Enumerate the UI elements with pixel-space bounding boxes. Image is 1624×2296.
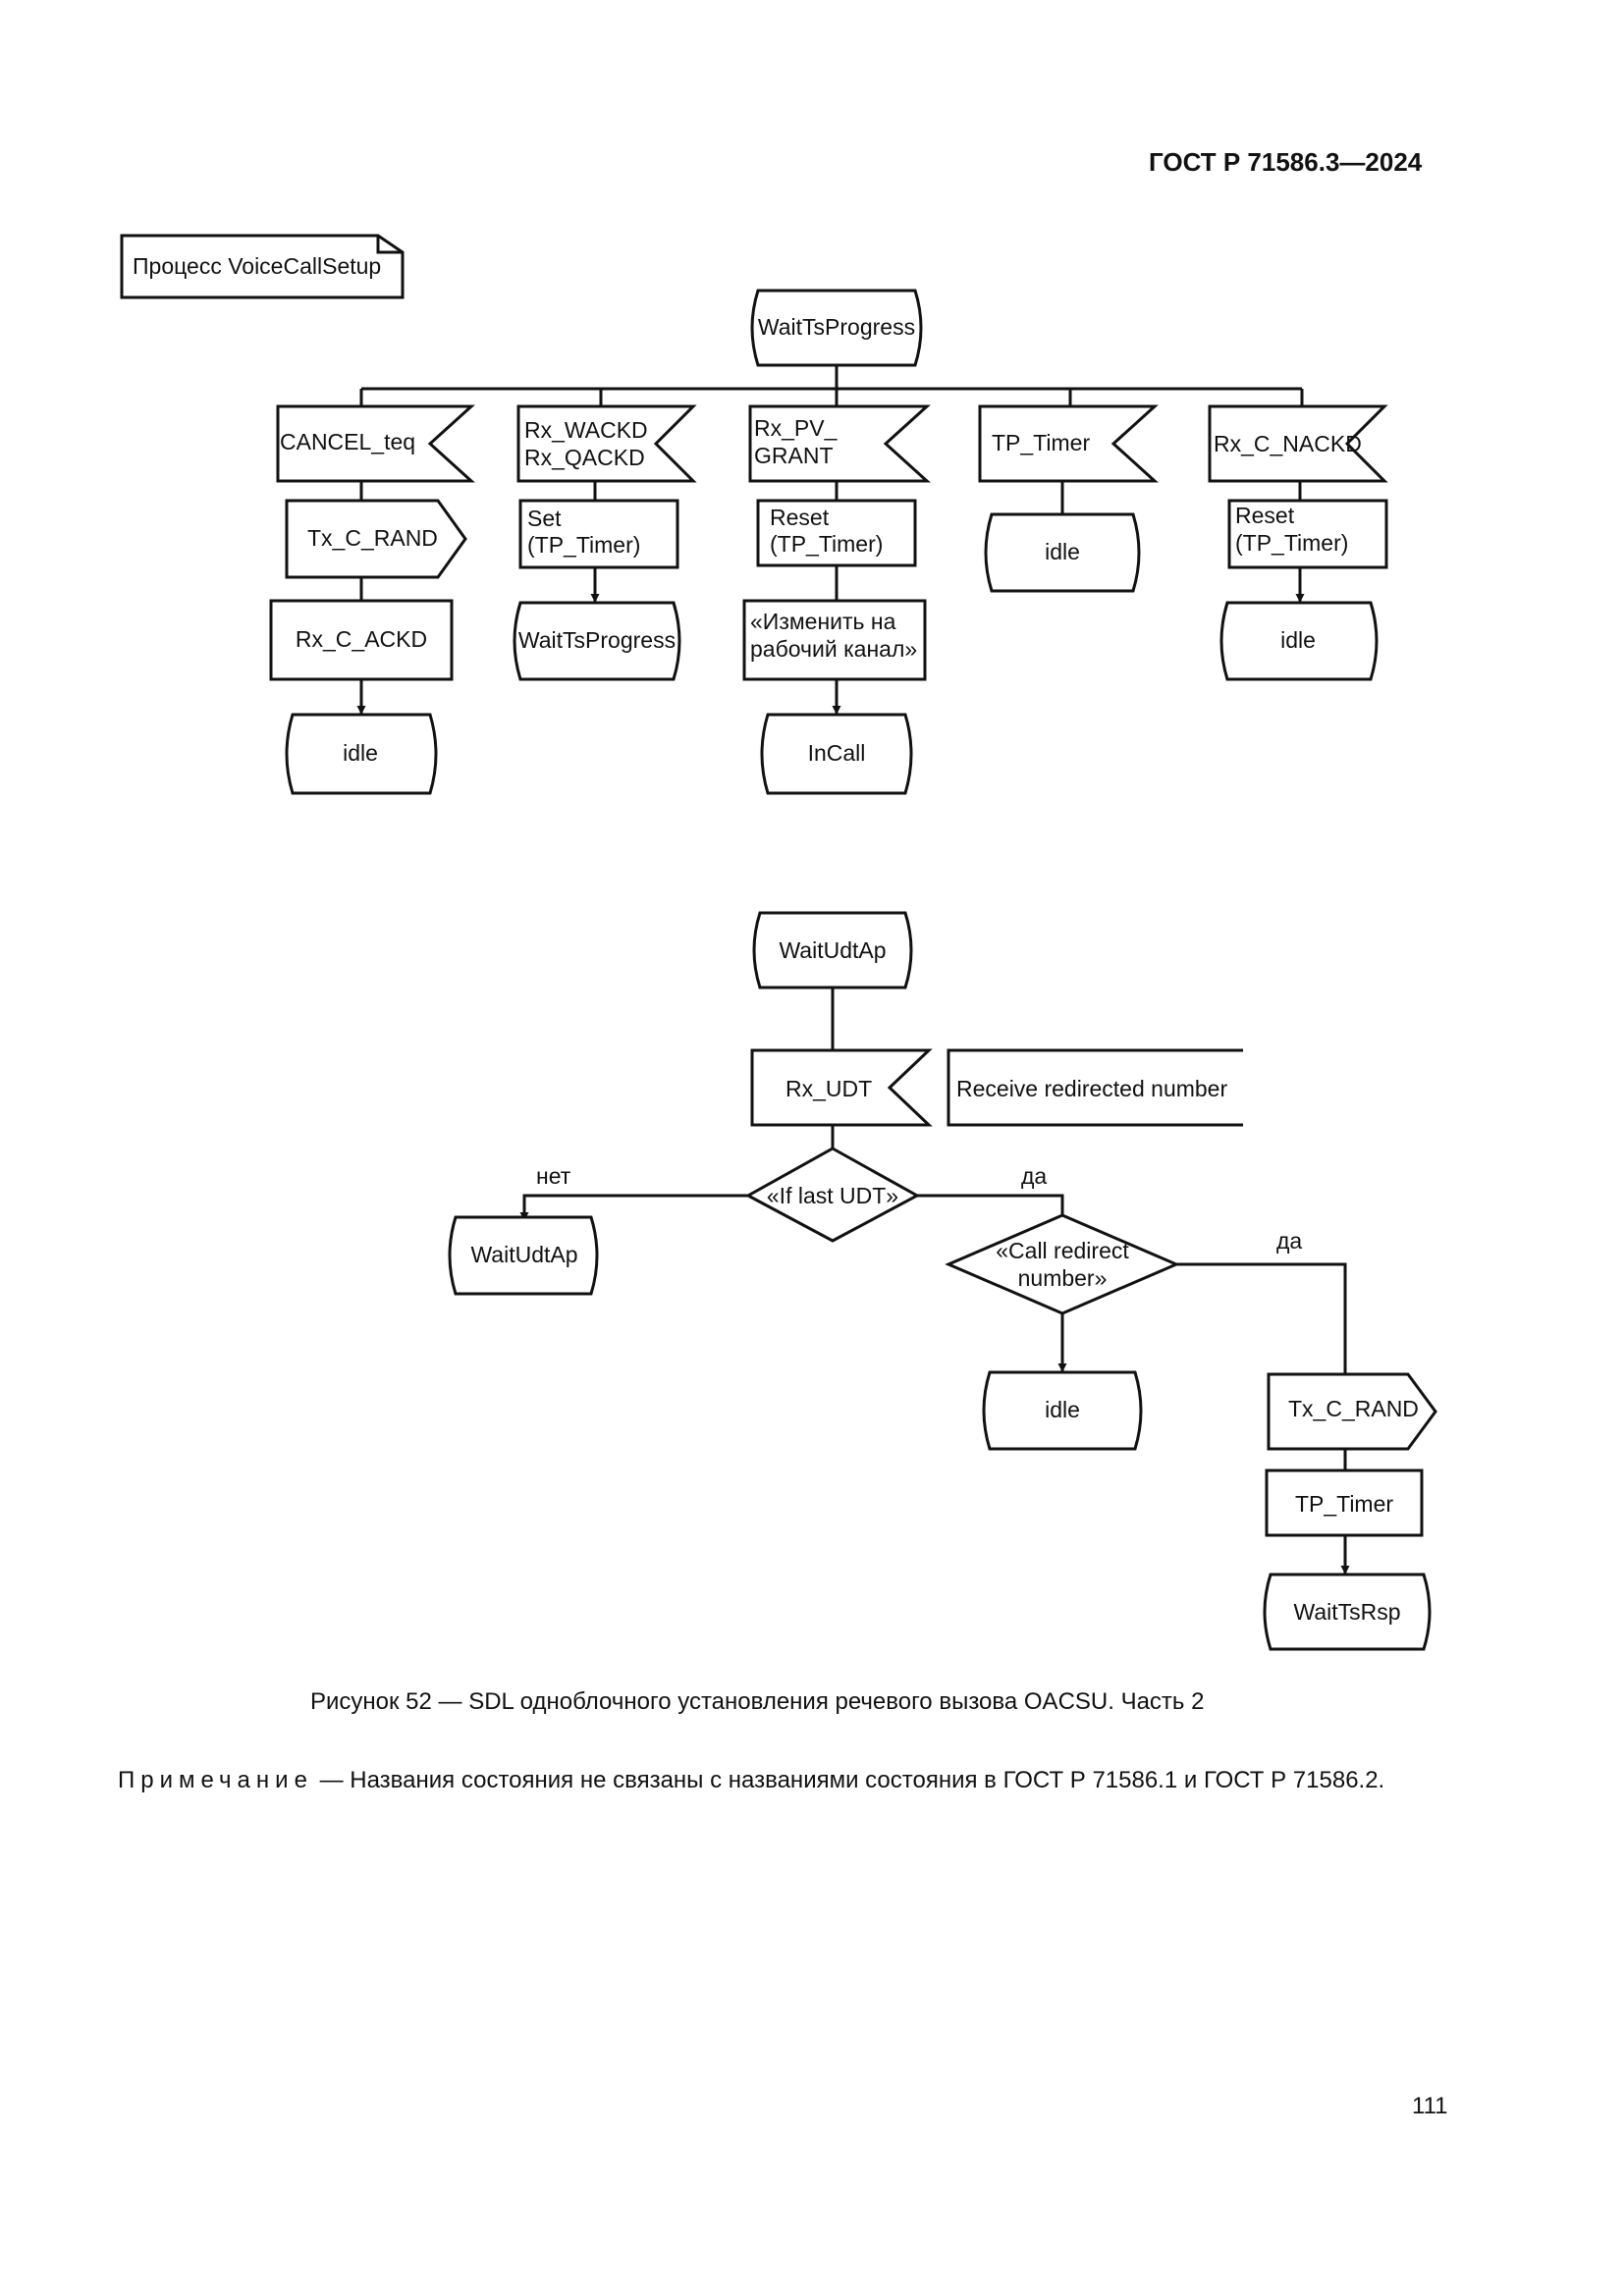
- state-label: WaitUdtAp: [470, 1242, 577, 1267]
- task-change-to-traffic-channel: «Изменить на рабочий канал»: [742, 599, 927, 681]
- state-label: idle: [1045, 1397, 1080, 1422]
- input-label-line1: Rx_WACKD: [524, 417, 648, 443]
- task-rx-c-ackd: Rx_C_ACKD: [269, 599, 454, 681]
- state-wait-udt-ap-2: WaitUdtAp: [448, 1215, 599, 1296]
- task-label-line2: рабочий канал»: [750, 636, 917, 662]
- state-label: WaitUdtAp: [779, 937, 886, 963]
- decision-label-line2: number»: [1018, 1265, 1108, 1291]
- decision-label-line1: «Call redirect: [996, 1238, 1129, 1263]
- input-rx-wackd-qackd: Rx_WACKD Rx_QACKD: [516, 404, 697, 483]
- branch-label-yes-2: да: [1276, 1228, 1302, 1254]
- state-idle-1: idle: [285, 713, 438, 795]
- state-idle-2: idle: [984, 512, 1141, 593]
- task-reset-tp-timer-1: Reset (TP_Timer): [756, 499, 917, 567]
- note: Примечание — Названия состояния не связа…: [118, 1764, 1445, 1797]
- input-rx-udt: Rx_UDT: [750, 1048, 933, 1127]
- state-wait-ts-rsp: WaitTsRsp: [1263, 1573, 1432, 1651]
- input-label: Rx_C_NACKD: [1214, 431, 1362, 456]
- state-label: idle: [1280, 627, 1316, 653]
- input-rx-c-nackd: Rx_C_NACKD: [1208, 404, 1388, 483]
- decision-call-redirect-number: «Call redirect number»: [945, 1213, 1180, 1315]
- input-label: CANCEL_teq: [280, 429, 415, 454]
- output-tx-c-rand: Tx_C_RAND: [285, 499, 467, 579]
- task-label-line2: (TP_Timer): [770, 531, 883, 557]
- document-code: ГОСТ Р 71586.3—2024: [1149, 147, 1423, 177]
- note-text: — Названия состояния не связаны с назван…: [312, 1767, 1385, 1793]
- state-label: WaitTsProgress: [758, 314, 915, 340]
- output-label: Tx_C_RAND: [1288, 1396, 1419, 1421]
- task-label-line1: «Изменить на: [750, 609, 896, 634]
- task-label-line1: Set: [527, 506, 562, 531]
- input-label-line1: Rx_PV_: [754, 415, 839, 441]
- branch-label-yes: да: [1021, 1163, 1047, 1189]
- comment-label: Receive redirected number: [956, 1076, 1227, 1101]
- state-label: WaitTsRsp: [1293, 1599, 1400, 1625]
- task-label-line1: Reset: [1235, 503, 1295, 528]
- branch-label-no: нет: [536, 1163, 571, 1189]
- state-incall: InCall: [760, 713, 913, 795]
- output-label: Tx_C_RAND: [307, 525, 438, 551]
- state-label: idle: [343, 740, 378, 766]
- input-label: TP_Timer: [992, 430, 1090, 455]
- task-label-line1: Reset: [770, 505, 830, 530]
- process-label: Процесс VoiceCallSetup: [133, 253, 381, 279]
- state-idle-4: idle: [982, 1370, 1143, 1451]
- task-set-tp-timer: Set (TP_Timer): [518, 499, 679, 569]
- input-label-line2: Rx_QACKD: [524, 445, 645, 470]
- state-idle-3: idle: [1219, 601, 1379, 681]
- task-reset-tp-timer-2: Reset (TP_Timer): [1227, 499, 1388, 569]
- input-rx-pv-grant: Rx_PV_ GRANT: [748, 404, 931, 483]
- process-label-box: Процесс VoiceCallSetup: [120, 234, 405, 299]
- task-label-line2: (TP_Timer): [1235, 530, 1348, 556]
- input-tp-timer: TP_Timer: [978, 404, 1159, 483]
- figure-caption: Рисунок 52 — SDL одноблочного установлен…: [310, 1688, 1205, 1715]
- note-label: Примечание: [118, 1767, 313, 1793]
- state-wait-udt-ap: WaitUdtAp: [752, 911, 913, 989]
- state-label: idle: [1045, 539, 1080, 564]
- output-tx-c-rand-2: Tx_C_RAND: [1267, 1372, 1437, 1451]
- input-label-line2: GRANT: [754, 443, 834, 468]
- state-wait-ts-progress-2: WaitTsProgress: [513, 601, 681, 681]
- input-label: Rx_UDT: [785, 1076, 872, 1101]
- state-label: InCall: [808, 740, 866, 766]
- task-label: Rx_C_ACKD: [296, 626, 427, 652]
- decision-label: «If last UDT»: [767, 1183, 898, 1208]
- decision-if-last-udt: «If last UDT»: [744, 1147, 921, 1243]
- page-number: 111: [1412, 2093, 1448, 2119]
- input-cancel-teq: CANCEL_teq: [276, 404, 475, 483]
- task-label-line2: (TP_Timer): [527, 532, 640, 558]
- comment-receive-redirected-number: Receive redirected number: [947, 1048, 1243, 1127]
- state-label: WaitTsProgress: [518, 627, 676, 653]
- state-wait-ts-progress: WaitTsProgress: [750, 289, 923, 367]
- task-tp-timer: TP_Timer: [1265, 1468, 1424, 1537]
- task-label: TP_Timer: [1295, 1491, 1393, 1517]
